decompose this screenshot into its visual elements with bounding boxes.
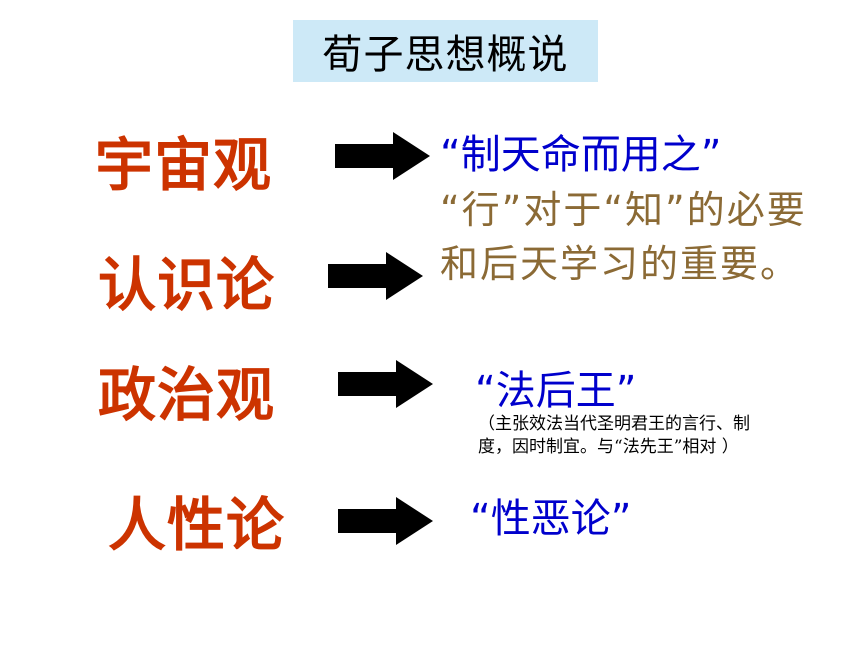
arrow-right-icon	[335, 132, 430, 180]
page-title: 荀子思想概说	[293, 20, 598, 82]
concept-cosmology: 宇宙观	[95, 131, 273, 199]
concept-human-nature: 人性论	[108, 491, 286, 559]
desc-cosmology: “制天命而用之”	[440, 132, 722, 178]
desc-politics: “法后王”	[475, 368, 637, 414]
arrow-right-icon	[338, 360, 433, 408]
desc-human-nature: “性恶论”	[470, 496, 632, 542]
concept-politics: 政治观	[98, 361, 276, 429]
desc-epistemology: “行”对于“知”的必要和后天学习的重要。	[440, 188, 807, 286]
note-politics: （主张效法当代圣明君王的言行、制度，因时制宜。与“法先王”相对 ）	[478, 414, 750, 457]
arrow-right-icon	[328, 252, 423, 300]
concept-epistemology: 认识论	[98, 251, 276, 319]
arrow-right-icon	[338, 497, 433, 545]
